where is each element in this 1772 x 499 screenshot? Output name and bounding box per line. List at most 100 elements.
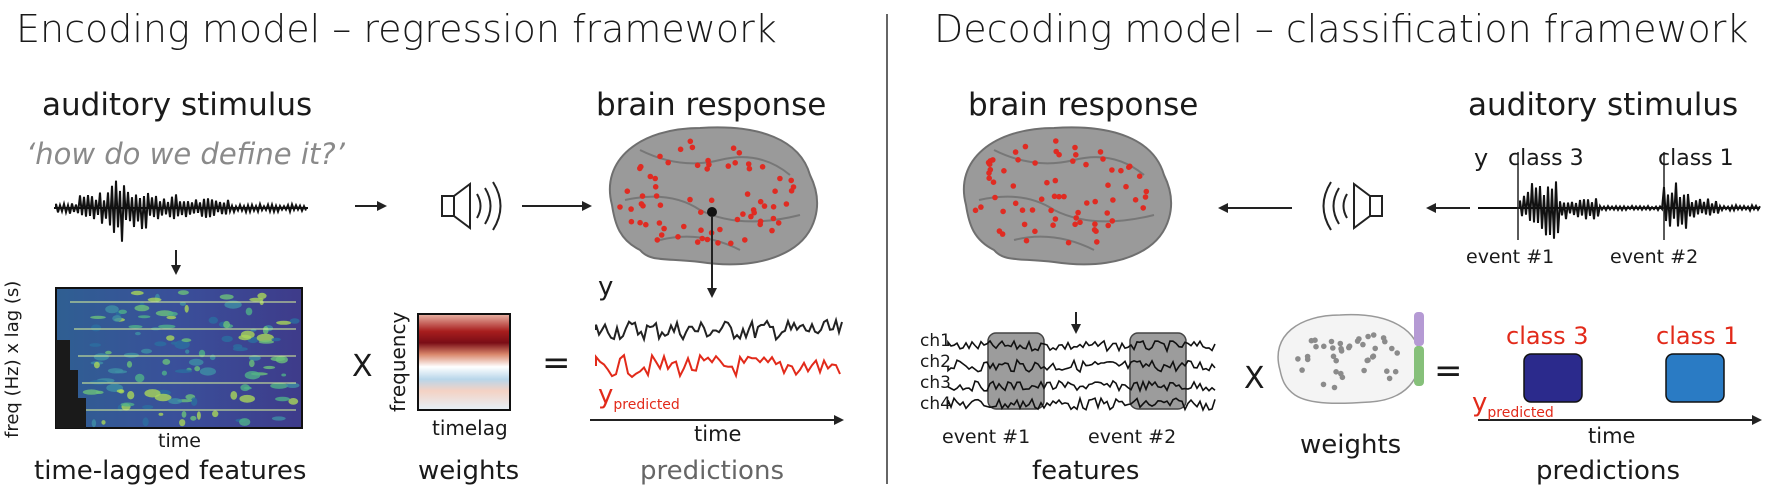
electrode-dot <box>628 206 634 212</box>
electrode-dot <box>1380 335 1387 341</box>
electrode-dot <box>1105 222 1111 229</box>
spectrogram-energy <box>223 320 231 329</box>
weights-xlabel: timelag <box>432 416 508 440</box>
electrode-dot <box>1012 149 1019 155</box>
electrode-dot <box>698 209 704 215</box>
spectrogram-energy <box>118 309 127 314</box>
electrode-dot <box>992 194 998 201</box>
channel-1-label: ch1 <box>920 331 951 351</box>
electrode-dot <box>1365 333 1371 340</box>
spectrogram-energy <box>94 361 100 369</box>
electrode-dot <box>1051 193 1058 200</box>
spectrogram-energy <box>93 353 109 361</box>
spectrogram-energy <box>166 335 175 341</box>
spectrogram-energy <box>101 420 106 425</box>
electrode-dot <box>628 218 635 225</box>
electrode-dot <box>986 170 992 176</box>
electrode-dot <box>1333 357 1339 364</box>
electrode-dot <box>1021 221 1028 228</box>
electrode-dot <box>1384 368 1390 375</box>
spectrogram-energy <box>262 326 269 335</box>
electrode-dot <box>1015 157 1021 163</box>
electrode-dot <box>681 223 687 230</box>
stimulus-event2-label: event #2 <box>1610 246 1699 268</box>
electrode-dot <box>1392 368 1399 375</box>
electrode-dot <box>715 240 721 246</box>
electrode-dot <box>1313 343 1319 350</box>
class1-stimulus-label: class 1 <box>1658 146 1734 171</box>
electrode-dot <box>788 177 794 184</box>
spectrogram-energy <box>184 304 189 313</box>
spectrogram-energy <box>194 366 201 372</box>
electrode-dot <box>1386 375 1393 382</box>
spectrogram-energy <box>285 382 300 388</box>
speaker-icon <box>441 181 502 231</box>
spectrogram-energy <box>130 290 144 296</box>
spectrogram-energy <box>256 333 274 343</box>
electrode-dot <box>990 179 997 185</box>
spectrogram-energy <box>188 358 204 366</box>
electrode-dot <box>1044 179 1050 186</box>
electrode-dot <box>1053 148 1059 155</box>
electrode-dot <box>1337 340 1344 347</box>
electrode-dot <box>730 145 737 151</box>
electrode-dot <box>694 239 701 245</box>
electrode-dot <box>1330 353 1337 360</box>
electrode-dot <box>658 232 665 238</box>
pred-class1-label: class 1 <box>1656 322 1739 350</box>
spectrogram-energy <box>275 396 290 402</box>
electrode-dot <box>775 220 782 226</box>
electrode-dot <box>1104 210 1110 216</box>
electrode-dot <box>1012 200 1019 207</box>
spectrogram-energy <box>116 389 124 393</box>
electrode-dot <box>1029 207 1036 213</box>
electrode-dot <box>1356 336 1362 342</box>
electrode-dot <box>1109 218 1116 224</box>
predictions-caption: predictions <box>640 456 784 486</box>
electrode-dot <box>656 220 663 226</box>
y-label: y <box>598 272 614 302</box>
spectrogram-energy <box>281 373 287 377</box>
encoding-stimulus-waveform <box>54 180 308 242</box>
electrode-dot <box>1370 353 1377 360</box>
electrode-dot <box>1073 152 1079 158</box>
spectrogram <box>55 287 303 429</box>
spectrogram-energy <box>174 340 190 350</box>
electrode-dot <box>1338 345 1344 352</box>
decoding-y-predicted-label: ypredicted <box>1472 388 1554 421</box>
weights-matrix <box>417 313 511 411</box>
class3-box <box>1523 353 1583 403</box>
electrode-dot <box>1052 216 1059 222</box>
electrode-dot <box>1097 149 1104 155</box>
spectrogram-energy <box>270 356 286 362</box>
electrode-dot <box>1038 196 1045 202</box>
electrode-dot <box>770 215 777 222</box>
electrode-dot <box>1032 228 1038 235</box>
electrode-dot <box>1143 188 1150 195</box>
spectrogram-energy <box>135 373 145 383</box>
electrode-dot <box>725 163 732 169</box>
spectrogram-energy <box>126 361 133 368</box>
electrode-dot <box>657 153 663 160</box>
spectrogram-energy <box>221 335 233 343</box>
spectrogram-energy <box>147 297 162 302</box>
spectrogram-energy <box>271 337 281 342</box>
spectrogram-energy <box>170 341 178 345</box>
class1-box <box>1665 353 1725 403</box>
electrode-dot <box>1328 338 1335 345</box>
spectrogram-energy <box>276 320 292 325</box>
encoding-title: Encoding model – regression framework <box>16 7 777 51</box>
electrode-dot <box>1052 177 1059 184</box>
spectrogram-energy <box>249 359 255 368</box>
electrode-dot <box>643 221 649 228</box>
electrode-dot <box>742 237 748 243</box>
electrode-dot <box>638 163 644 170</box>
spectrogram-energy <box>91 324 102 332</box>
electrode-dot <box>687 138 694 145</box>
electrode-dot <box>1084 200 1090 206</box>
electrode-dot <box>745 161 752 167</box>
spectrogram-energy <box>239 394 255 403</box>
spectrogram-energy <box>90 315 106 319</box>
electrode-dot <box>1360 341 1366 348</box>
spectrogram-energy <box>196 411 201 420</box>
